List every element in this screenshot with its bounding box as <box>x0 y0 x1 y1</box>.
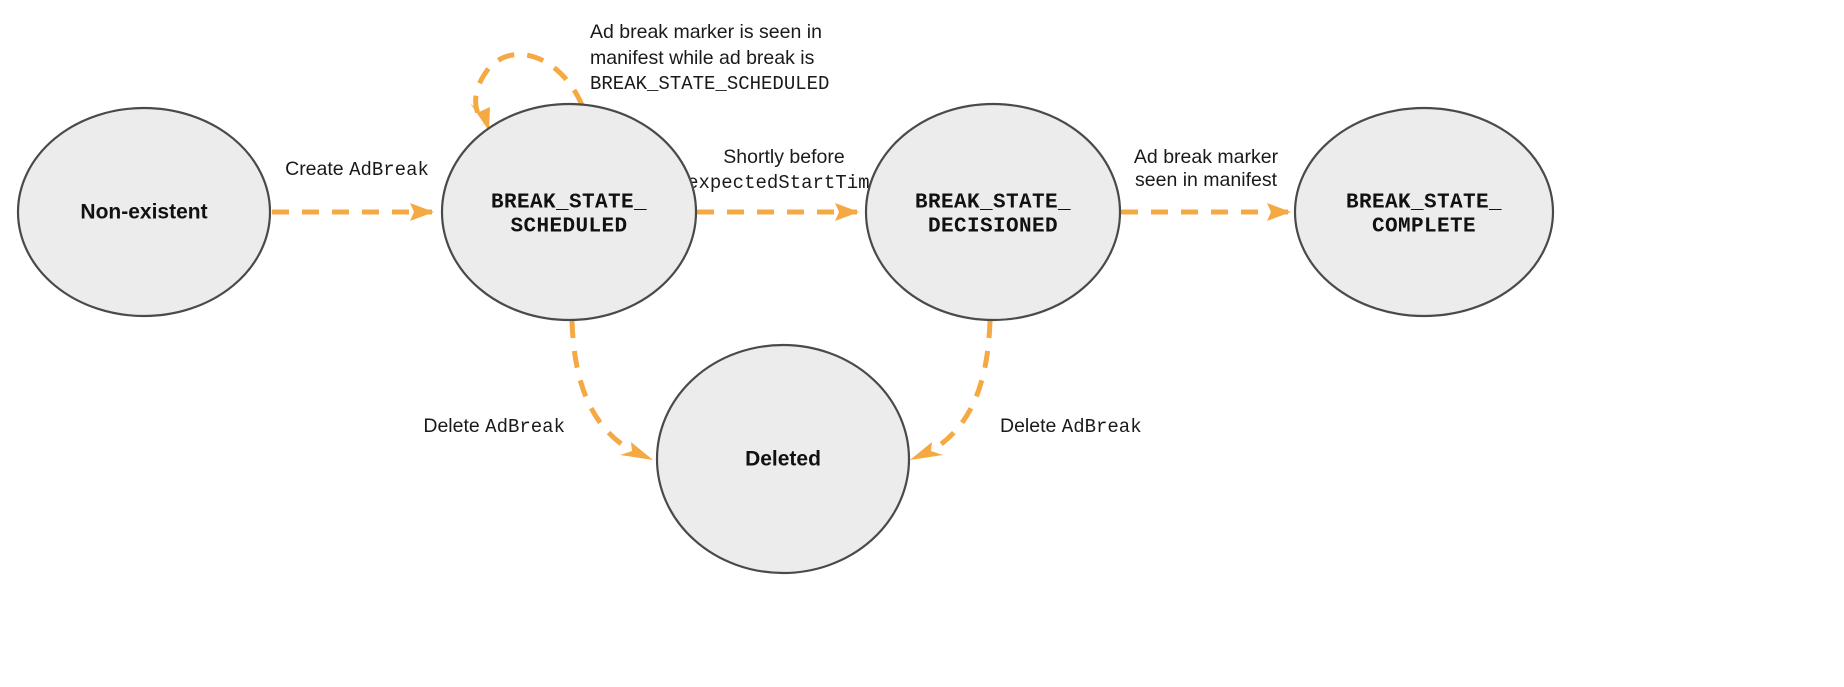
node-break-state-decisioned-shape[interactable] <box>864 102 1122 322</box>
edge-create-adbreak-arrowhead <box>410 203 434 221</box>
edge-shortly-before-expected-start-time: Shortly before expectedStartTime <box>687 146 881 221</box>
edge-shortly-arrowhead <box>835 203 859 221</box>
node-deleted-label: Deleted <box>745 448 821 471</box>
edge-self-loop-path <box>473 52 585 126</box>
edge-marker-seen-arrowhead <box>1267 203 1291 221</box>
edge-delete-right-label: Delete AdBreak <box>1000 415 1142 438</box>
edge-delete-left-arrowhead <box>620 442 653 460</box>
node-break-state-complete-label-line1: BREAK_STATE_ <box>1346 192 1502 215</box>
node-break-state-scheduled-shape[interactable] <box>440 102 698 322</box>
edge-delete-adbreak-from-scheduled: Delete AdBreak <box>423 320 653 460</box>
edge-delete-adbreak-from-decisioned: Delete AdBreak <box>910 320 1142 460</box>
edge-create-adbreak-label-prefix: Create <box>285 158 349 180</box>
node-non-existent-shape[interactable] <box>16 106 272 318</box>
edge-delete-right-arrowhead <box>910 442 943 460</box>
edge-ad-break-marker-seen-in-manifest: Ad break marker seen in manifest <box>1121 146 1291 221</box>
edge-self-loop-label-line1: Ad break marker is seen in <box>590 21 822 43</box>
node-break-state-decisioned-label-line1: BREAK_STATE_ <box>915 192 1071 215</box>
node-non-existent-label: Non-existent <box>80 201 207 224</box>
node-break-state-scheduled[interactable]: BREAK_STATE_ SCHEDULED <box>440 102 698 322</box>
edge-delete-left-label-mono: AdBreak <box>485 416 565 438</box>
edge-delete-right-label-mono: AdBreak <box>1062 416 1142 438</box>
edge-delete-right-path <box>927 320 993 455</box>
edge-self-loop-label-line3: BREAK_STATE_SCHEDULED <box>590 73 829 95</box>
node-non-existent[interactable]: Non-existent <box>16 106 272 318</box>
edge-delete-left-label-prefix: Delete <box>423 415 485 437</box>
node-deleted-shape[interactable] <box>655 343 911 575</box>
edge-delete-left-label: Delete AdBreak <box>423 415 565 438</box>
node-break-state-complete[interactable]: BREAK_STATE_ COMPLETE <box>1293 106 1555 318</box>
edge-delete-right-label-prefix: Delete <box>1000 415 1062 437</box>
node-break-state-decisioned-label-line2: DECISIONED <box>928 216 1058 239</box>
node-break-state-complete-shape[interactable] <box>1293 106 1555 318</box>
node-break-state-decisioned[interactable]: BREAK_STATE_ DECISIONED <box>864 102 1122 322</box>
edge-ad-break-marker-self-loop: Ad break marker is seen in manifest whil… <box>470 21 829 131</box>
edge-marker-seen-label-line2: seen in manifest <box>1135 169 1278 191</box>
edge-delete-left-path <box>569 320 636 455</box>
node-deleted[interactable]: Deleted <box>655 343 911 575</box>
node-break-state-scheduled-label-line1: BREAK_STATE_ <box>491 192 647 215</box>
edge-shortly-label-line2: expectedStartTime <box>687 172 881 194</box>
edge-create-adbreak-label: Create AdBreak <box>285 158 429 181</box>
edge-create-adbreak: Create AdBreak <box>272 158 434 221</box>
edge-self-loop-arrowhead <box>470 103 490 131</box>
edge-marker-seen-label-line1: Ad break marker <box>1134 146 1279 168</box>
node-break-state-scheduled-label-line2: SCHEDULED <box>510 216 627 239</box>
edge-shortly-label-line1: Shortly before <box>723 146 844 168</box>
edge-self-loop-label-line2: manifest while ad break is <box>590 47 815 69</box>
node-break-state-complete-label-line2: COMPLETE <box>1372 216 1476 239</box>
edge-create-adbreak-label-mono: AdBreak <box>349 159 429 181</box>
